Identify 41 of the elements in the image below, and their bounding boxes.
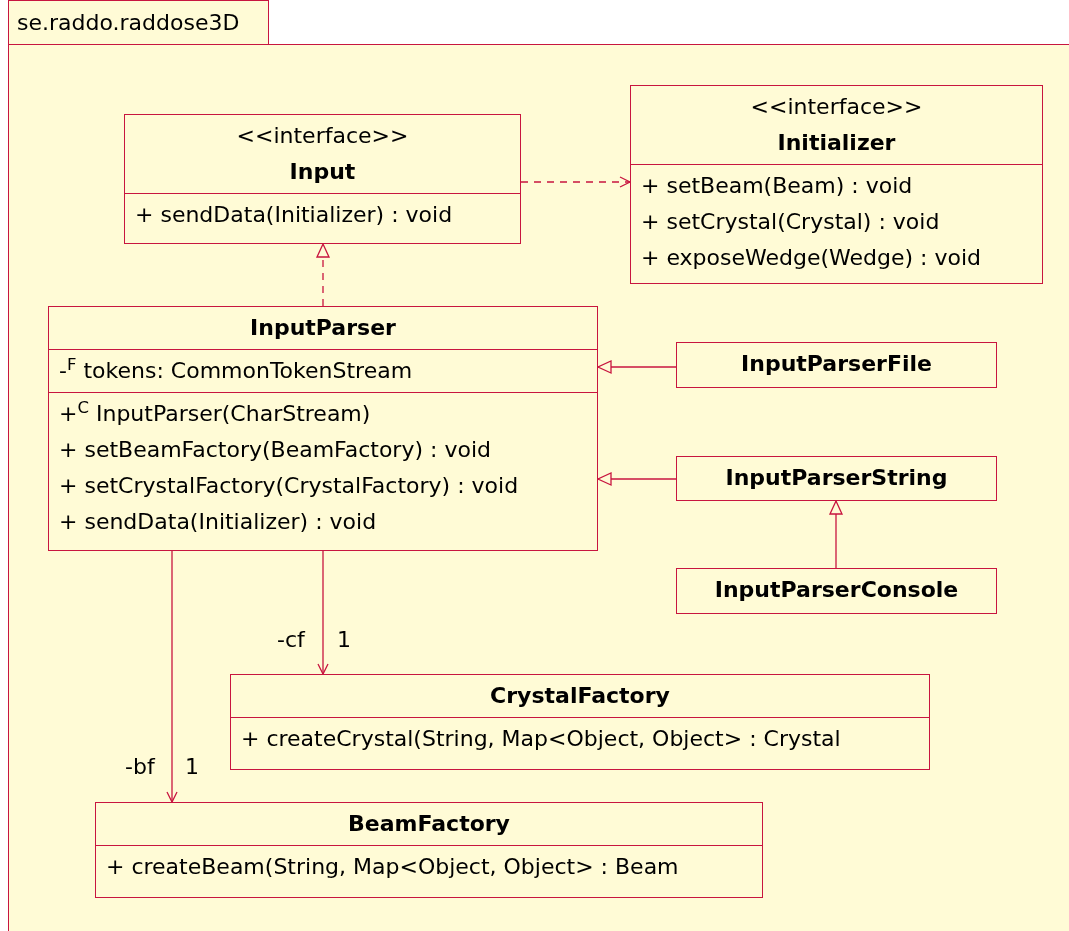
- generalization-arrow: [597, 360, 677, 374]
- multiplicity-label: 1: [337, 627, 351, 653]
- class-box: [676, 456, 997, 501]
- class-text: + setBeam(Beam) : void: [641, 172, 913, 200]
- class-text: InputParserFile: [741, 350, 932, 378]
- class-text: Input: [289, 158, 356, 186]
- class-text: -$^{F}$ tokens: CommonTokenStream: [59, 353, 413, 385]
- class-text: <<interface>>: [750, 93, 923, 121]
- arrow: [317, 550, 329, 675]
- multiplicity-label: 1: [185, 754, 199, 780]
- class-text: <<interface>>: [236, 122, 409, 150]
- role-label: -bf: [125, 754, 155, 780]
- class-text: +$^{C}$ InputParser(CharStream): [59, 396, 371, 428]
- class-text: + sendData(Initializer) : void: [59, 508, 377, 536]
- class-box: [124, 114, 521, 244]
- class-text: + setBeamFactory(BeamFactory) : void: [59, 436, 491, 464]
- class-box: [48, 306, 598, 551]
- class-box: [630, 85, 1043, 284]
- class-text: InputParser: [250, 314, 396, 342]
- package-tab: se.raddo.raddose3D: [8, 0, 269, 45]
- class-box: [676, 342, 997, 388]
- class-text: + sendData(Initializer) : void: [135, 201, 453, 229]
- class-text: + createCrystal(String, Map<Object, Object> : Crystal: [241, 725, 841, 753]
- class-box: [676, 568, 997, 614]
- class-text: CrystalFactory: [490, 682, 670, 710]
- class-text: + setCrystalFactory(CrystalFactory) : void: [59, 472, 519, 500]
- class-text: + setCrystal(Crystal) : void: [641, 208, 940, 236]
- class-text: + createBeam(String, Map<Object, Object> : Beam: [106, 853, 679, 881]
- generalization-arrow: [829, 500, 843, 569]
- class-box: [95, 802, 763, 898]
- class-text: Initializer: [777, 129, 896, 157]
- arrow: [520, 176, 631, 188]
- role-label: -cf: [277, 627, 305, 653]
- class-text: + exposeWedge(Wedge) : void: [641, 244, 982, 272]
- generalization-arrow: [597, 472, 677, 486]
- generalization-arrow: [316, 243, 330, 307]
- class-text: InputParserString: [725, 464, 948, 492]
- class-text: InputParserConsole: [714, 576, 959, 604]
- arrow: [166, 550, 178, 803]
- class-box: [230, 674, 930, 770]
- class-text: BeamFactory: [348, 810, 510, 838]
